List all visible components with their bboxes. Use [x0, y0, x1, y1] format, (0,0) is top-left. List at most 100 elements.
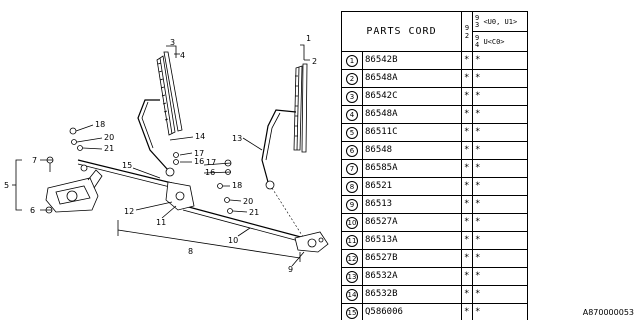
variant-2-digit-bottom: 4: [475, 40, 480, 49]
callout-20a: 20: [104, 133, 114, 142]
applicability-mark-a: *: [461, 51, 473, 70]
wiper-linkage-diagram: 1 2 3 4 5 6 7 8 9 10 11 12 13 14 15 16 1…: [4, 34, 329, 274]
callout-12: 12: [124, 207, 134, 216]
callout-10: 10: [228, 236, 238, 245]
left-wiper-blade: [156, 51, 183, 136]
year-header: 9 2: [461, 11, 473, 52]
row-number: 14: [341, 285, 363, 304]
applicability-mark-b: *: [472, 249, 528, 268]
applicability-mark-a: *: [461, 69, 473, 88]
row-number: 3: [341, 87, 363, 106]
year-digit-b: 2: [464, 31, 470, 40]
wiper-motor: [45, 164, 103, 213]
row-number-circle: 5: [346, 126, 358, 139]
part-code: 86511C: [362, 123, 462, 142]
row-number: 12: [341, 249, 363, 268]
applicability-mark-a: *: [461, 105, 473, 124]
row-number: 15: [341, 303, 363, 320]
row-number: 5: [341, 123, 363, 142]
row-number-circle: 14: [346, 288, 358, 301]
applicability-mark-b: *: [472, 195, 528, 214]
applicability-mark-a: *: [461, 195, 473, 214]
callout-3: 3: [170, 38, 175, 47]
callout-13: 13: [232, 134, 242, 143]
applicability-mark-b: *: [472, 69, 528, 88]
row-number-circle: 11: [346, 234, 358, 247]
part-code: 86513: [362, 195, 462, 214]
row-number-circle: 8: [346, 180, 358, 193]
callout-1: 1: [306, 34, 311, 43]
variant-2-label: U<C0>: [483, 37, 505, 46]
row-number-circle: 3: [346, 90, 358, 103]
row-number-circle: 4: [346, 108, 358, 121]
applicability-mark-a: *: [461, 123, 473, 142]
applicability-mark-b: *: [472, 51, 528, 70]
applicability-mark-b: *: [472, 231, 528, 250]
applicability-mark-b: *: [472, 267, 528, 286]
applicability-mark-a: *: [461, 231, 473, 250]
applicability-mark-a: *: [461, 267, 473, 286]
right-wiper-blade: [293, 63, 308, 153]
row-number-circle: 9: [346, 198, 358, 211]
row-number-circle: 2: [346, 72, 358, 85]
left-wiper-arm: [137, 99, 175, 177]
row-number: 2: [341, 69, 363, 88]
row-number: 11: [341, 231, 363, 250]
applicability-mark-b: *: [472, 123, 528, 142]
part-code: 86532B: [362, 285, 462, 304]
applicability-mark-a: *: [461, 141, 473, 160]
part-code: 86548: [362, 141, 462, 160]
callout-21a: 21: [104, 144, 114, 153]
applicability-mark-a: *: [461, 285, 473, 304]
row-number: 1: [341, 51, 363, 70]
applicability-mark-a: *: [461, 213, 473, 232]
part-code: Q586006: [362, 303, 462, 320]
callout-9: 9: [288, 265, 293, 274]
row-number: 7: [341, 159, 363, 178]
applicability-mark-b: *: [472, 105, 528, 124]
callout-11: 11: [156, 218, 166, 227]
callout-21b: 21: [249, 208, 259, 217]
year-digit-a: 9: [464, 23, 470, 32]
applicability-mark-a: *: [461, 303, 473, 320]
part-code: 86542B: [362, 51, 462, 70]
callout-7: 7: [32, 156, 37, 165]
callout-17b: 17: [206, 158, 216, 167]
applicability-mark-b: *: [472, 285, 528, 304]
row-number: 9: [341, 195, 363, 214]
applicability-mark-b: *: [472, 303, 528, 320]
callout-6: 6: [30, 206, 35, 215]
right-wiper-arm: [261, 109, 297, 190]
applicability-mark-a: *: [461, 87, 473, 106]
part-code: 86527A: [362, 213, 462, 232]
applicability-mark-a: *: [461, 249, 473, 268]
applicability-mark-b: *: [472, 87, 528, 106]
row-number-circle: 12: [346, 252, 358, 265]
applicability-mark-b: *: [472, 213, 528, 232]
callout-4: 4: [180, 51, 185, 60]
row-number: 6: [341, 141, 363, 160]
part-code: 86513A: [362, 231, 462, 250]
row-number: 13: [341, 267, 363, 286]
callout-18b: 18: [232, 181, 242, 190]
variant-2-digit-top: 9: [475, 33, 480, 42]
applicability-mark-a: *: [461, 159, 473, 178]
row-number: 10: [341, 213, 363, 232]
applicability-mark-b: *: [472, 159, 528, 178]
wiper-linkage: [77, 159, 329, 253]
row-number: 8: [341, 177, 363, 196]
callout-20b: 20: [243, 197, 253, 206]
callout-2: 2: [312, 57, 317, 66]
